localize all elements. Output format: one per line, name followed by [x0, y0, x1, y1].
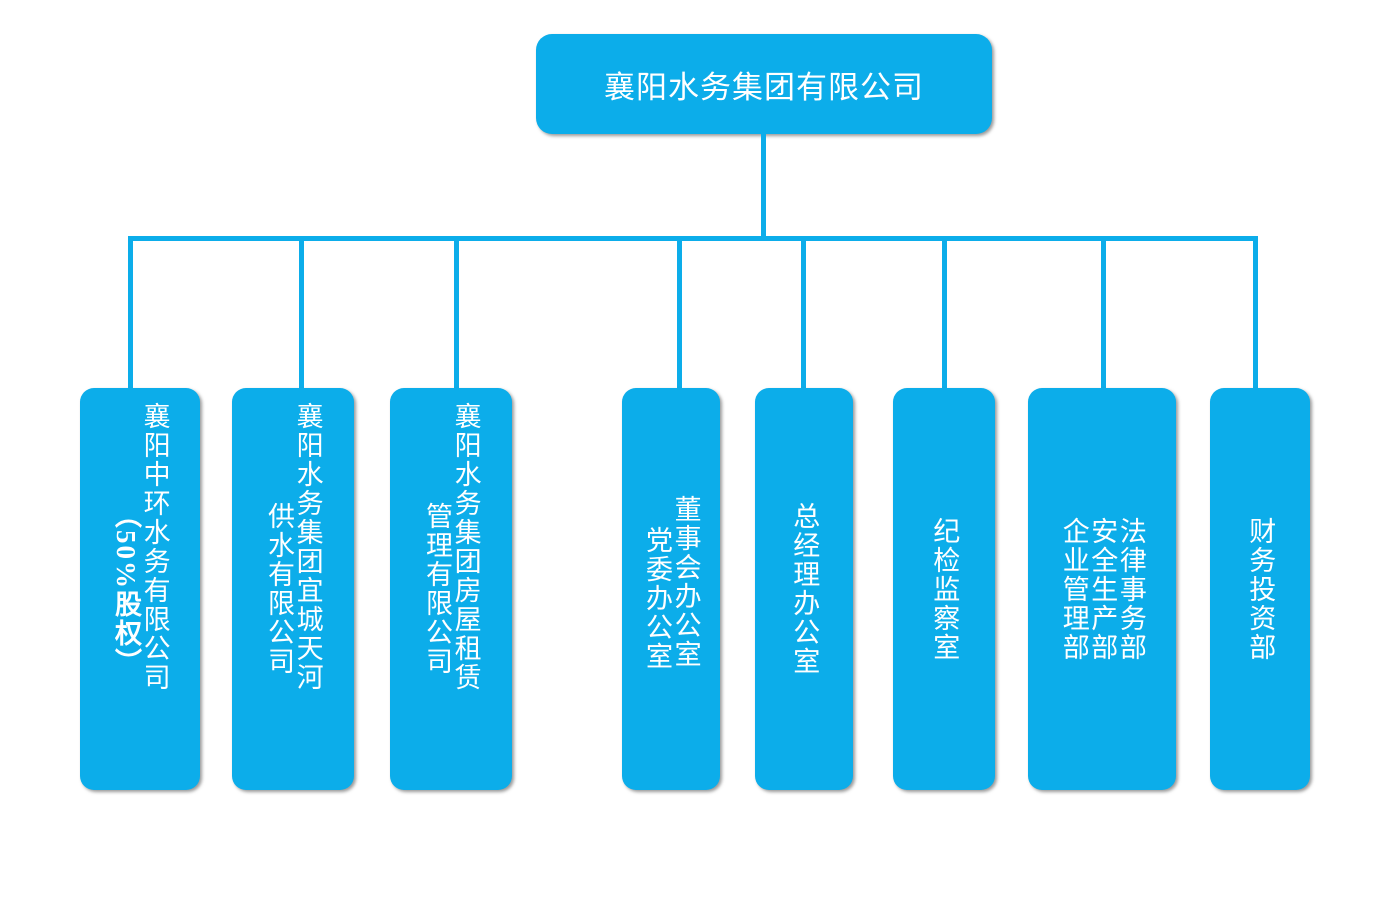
org-node-column: 襄阳中环水务有限公司	[139, 402, 170, 692]
org-node-board-and-party-office[interactable]: 董事会办公室 党委办公室	[622, 388, 720, 790]
connector-drop-7	[1101, 236, 1106, 388]
org-node-column: 管理有限公司	[422, 502, 452, 676]
org-node-general-manager-office[interactable]: 总经理办公室	[755, 388, 853, 790]
org-node-column: 安全生产部	[1087, 516, 1118, 662]
connector-horizontal-bus	[128, 236, 1258, 241]
org-node-column: 企业管理部	[1058, 516, 1089, 662]
org-node-root[interactable]: 襄阳水务集团有限公司	[536, 34, 992, 134]
connector-drop-2	[299, 236, 304, 388]
org-node-root-label: 襄阳水务集团有限公司	[604, 69, 924, 105]
connector-drop-8	[1253, 236, 1258, 388]
org-node-discipline-inspection-office[interactable]: 纪检监察室	[893, 388, 995, 790]
org-node-column: 襄阳水务集团房屋租赁	[450, 402, 481, 692]
org-node-housing-lease-management[interactable]: 襄阳水务集团房屋租赁 管理有限公司	[390, 388, 512, 790]
org-node-column: 党委办公室	[642, 525, 672, 671]
org-node-column: 纪检监察室	[929, 516, 960, 662]
connector-drop-6	[942, 236, 947, 388]
org-node-column: 董事会办公室	[670, 495, 701, 669]
connector-drop-5	[801, 236, 806, 388]
org-node-column: 总经理办公室	[789, 502, 820, 676]
org-node-column: （50%股权）	[111, 501, 141, 677]
org-node-column: 襄阳水务集团宜城天河	[292, 402, 323, 692]
connector-drop-1	[128, 236, 133, 388]
org-node-column: 法律事务部	[1115, 516, 1146, 662]
org-node-yicheng-tianhe-water-supply[interactable]: 襄阳水务集团宜城天河 供水有限公司	[232, 388, 354, 790]
org-node-finance-investment-dept[interactable]: 财务投资部	[1210, 388, 1310, 790]
org-node-xiangyang-zhonghuan[interactable]: 襄阳中环水务有限公司 （50%股权）	[80, 388, 200, 790]
org-node-legal-safety-enterprise-depts[interactable]: 法律事务部 安全生产部 企业管理部	[1028, 388, 1176, 790]
org-node-column: 供水有限公司	[264, 502, 294, 676]
connector-root-stem	[761, 133, 766, 241]
connector-drop-4	[677, 236, 682, 388]
org-node-column: 财务投资部	[1245, 516, 1276, 662]
connector-drop-3	[454, 236, 459, 388]
